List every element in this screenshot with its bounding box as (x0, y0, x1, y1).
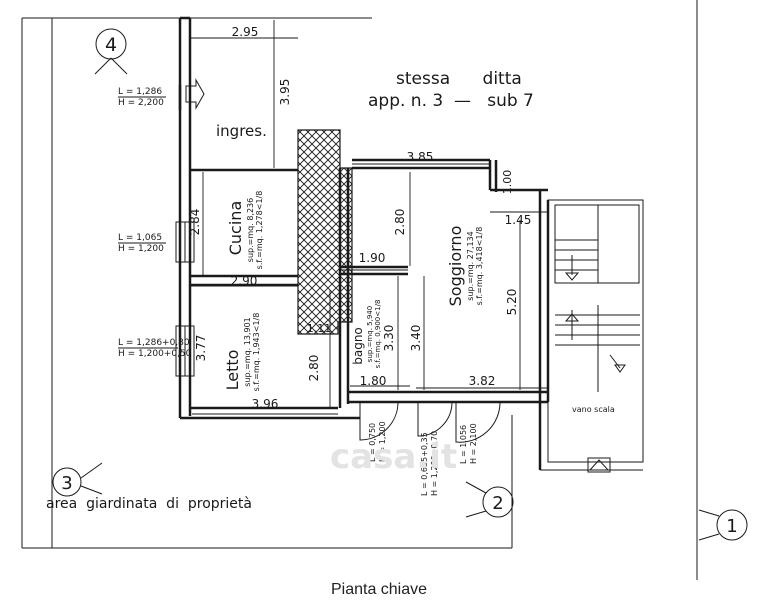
dim-1-11: 1.11 (307, 322, 332, 335)
letto-light: s.f.=mq. 1,943<1/8 (252, 313, 261, 392)
entry-door-arrow (185, 78, 205, 110)
opening-sogg2-l: L = 1,056 (459, 425, 468, 464)
dim-1-00: 1.00 (501, 170, 514, 195)
svg-text:3: 3 (61, 473, 72, 494)
room-labels: ingres. Cucina sup.=mq. 8,236 s.f.=mq. 1… (216, 122, 484, 391)
dim-1-90: 1.90 (359, 251, 386, 265)
dim-2-80b: 2.80 (393, 209, 407, 236)
opening-bagno-h: H = 1,200 (378, 421, 387, 462)
dim-3-30: 3.30 (382, 325, 396, 352)
opening-letto-h: H = 1,200+0,50 (118, 349, 192, 359)
header-line1: stessa ditta (396, 69, 522, 89)
opening-letto-l: L = 1,286+0,80 (118, 338, 190, 348)
opening-sogg1-h: H = 1,200+0,70 (430, 431, 439, 496)
watermark: casa.it (330, 437, 457, 477)
cucina-light: s.f.=mq. 1,278<1/8 (255, 191, 264, 270)
room-bagno: bagno (351, 327, 365, 365)
dimension-labels: 2.95 3.95 2.84 2.90 3.77 2.80 3.96 1.11 … (188, 25, 531, 411)
door-swings (359, 401, 501, 443)
opening-labels: L = 1,286 H = 2,200 L = 1,065 H = 1,200 … (118, 87, 478, 496)
section-marker-4: 4 (94, 28, 128, 75)
windows (175, 221, 195, 377)
dim-2-90: 2.90 (231, 274, 258, 288)
stairwell: vano scala (540, 199, 644, 473)
dim-3-82: 3.82 (469, 374, 496, 388)
garden-label: area giardinata di proprietà (46, 496, 252, 512)
dimension-lines (189, 20, 548, 415)
dim-2-95: 2.95 (232, 25, 259, 39)
opening-ingresso-h: H = 2,200 (118, 98, 164, 108)
caption: Pianta chiave (330, 581, 428, 598)
dim-1-45: 1.45 (505, 213, 532, 227)
dim-5-20: 5.20 (505, 289, 519, 316)
opening-sogg2-h: H = 2,100 (469, 423, 478, 464)
dim-3-96: 3.96 (252, 397, 279, 411)
opening-cucina-h: H = 1,200 (118, 244, 164, 254)
svg-text:2: 2 (492, 493, 503, 514)
opening-ingresso-l: L = 1,286 (118, 87, 162, 97)
soggiorno-area: sup.=mq. 27,134 (466, 231, 475, 301)
opening-cucina-l: L = 1,065 (118, 233, 162, 243)
room-soggiorno: Soggiorno (446, 226, 465, 307)
section-marker-1: 1 (698, 509, 748, 541)
bagno-area: sup.=mq. 5,940 (366, 306, 374, 362)
opening-sogg1-l: L = 0,655+0,35 (420, 432, 429, 496)
header-line2: app. n. 3 — sub 7 (368, 91, 534, 111)
stair-label: vano scala (572, 405, 615, 414)
room-ingresso: ingres. (216, 122, 267, 140)
svg-text:1: 1 (726, 516, 737, 537)
section-marker-2: 2 (465, 481, 514, 518)
room-letto: Letto (223, 350, 242, 391)
chimney-hatch (297, 129, 353, 335)
dim-3-95: 3.95 (278, 79, 292, 106)
letto-area: sup.=mq. 13,901 (243, 317, 252, 387)
dim-1-80: 1.80 (360, 374, 387, 388)
dim-2-80a: 2.80 (307, 355, 321, 382)
soggiorno-light: s.f.=mq. 3,418<1/8 (475, 227, 484, 306)
room-cucina: Cucina (226, 201, 245, 256)
dim-3-85: 3.85 (407, 150, 434, 164)
cucina-area: sup.=mq. 8,236 (246, 198, 255, 262)
dim-3-40: 3.40 (409, 325, 423, 352)
section-marker-3: 3 (52, 462, 103, 497)
dim-2-84: 2.84 (188, 209, 202, 236)
dim-3-77: 3.77 (194, 335, 208, 362)
site-boundary (21, 0, 698, 580)
bagno-light: s.f.=mq. 0,900<1/8 (374, 300, 382, 369)
svg-text:4: 4 (105, 34, 117, 56)
opening-bagno-l: L = 0,750 (368, 423, 377, 462)
